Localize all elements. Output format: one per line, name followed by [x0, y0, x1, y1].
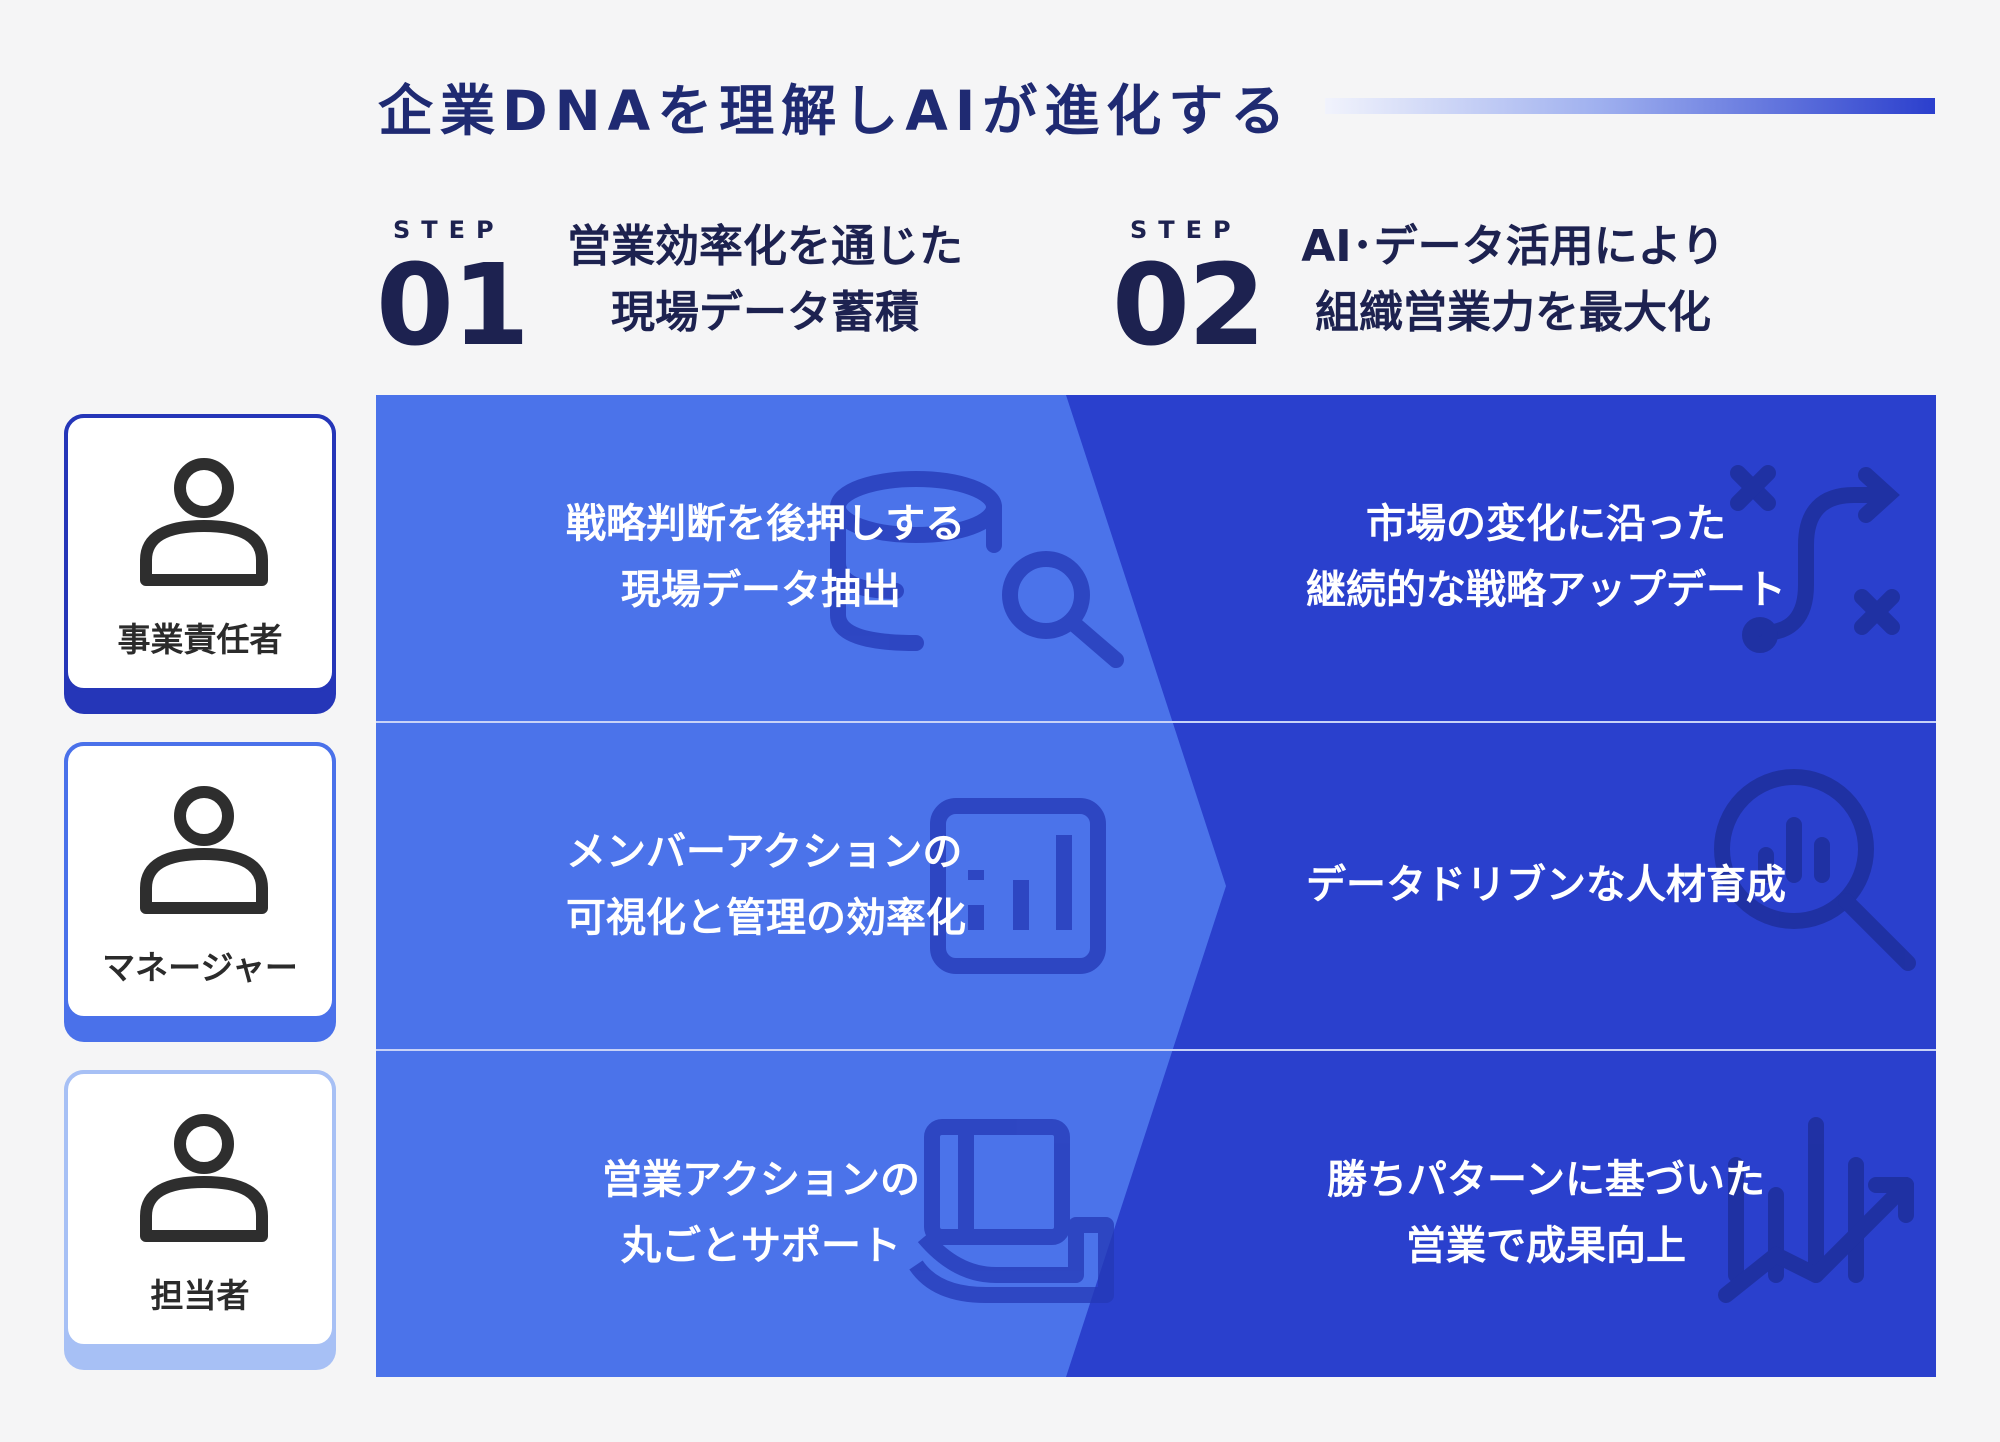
cell-line: メンバーアクションの — [566, 829, 963, 875]
row1-step2-text: 市場の変化に沿った 継続的な戦略アップデート — [1276, 491, 1816, 623]
cell-line: 可視化と管理の効率化 — [566, 895, 966, 941]
person-icon — [140, 1114, 268, 1242]
step2-description-line: AI･データ活用により — [1301, 221, 1725, 272]
bar-chart-icon — [930, 798, 1106, 974]
step1-number: 01 — [376, 241, 530, 371]
step2-number: 02 — [1112, 241, 1266, 371]
cell-line: 勝ちパターンに基づいた — [1327, 1157, 1765, 1203]
step1-description-line: 現場データ蓄積 — [611, 287, 919, 338]
cell-line: 戦略判断を後押しする — [566, 501, 966, 547]
step-diagram: 戦略判断を後押しする 現場データ抽出 市場の変化に沿った 継続的な戦略アップデー… — [376, 395, 1936, 1377]
diagram-background — [376, 395, 1936, 1377]
database-search-icon — [830, 471, 1124, 668]
row3-step1-text: 営業アクションの 丸ごとサポート — [566, 1147, 956, 1279]
cell-line: 市場の変化に沿った — [1366, 501, 1726, 547]
role-label-exec: 事業責任者 — [117, 620, 283, 659]
role-label-manager: マネージャー — [102, 948, 298, 987]
page-title: 企業DNAを理解しAIが進化する — [378, 79, 1293, 143]
cell-line: データドリブンな人材育成 — [1306, 862, 1786, 908]
role-label-staff: 担当者 — [150, 1276, 250, 1315]
person-icon — [140, 458, 268, 586]
step1-description-line: 営業効率化を通じた — [567, 221, 963, 272]
step2-description: AI･データ活用により 組織営業力を最大化 — [1268, 214, 1758, 346]
role-card-staff: 担当者 — [64, 1070, 336, 1370]
row1-step1-text: 戦略判断を後押しする 現場データ抽出 — [566, 491, 966, 623]
cell-line: 営業アクションの — [602, 1157, 920, 1203]
cell-line: 営業で成果向上 — [1406, 1223, 1686, 1269]
title-gradient-bar — [1325, 98, 1935, 114]
row2-step1-text: メンバーアクションの 可視化と管理の効率化 — [566, 819, 966, 951]
role-card-manager: マネージャー — [64, 742, 336, 1042]
growth-chart-icon — [1718, 1117, 1914, 1303]
step2-description-line: 組織営業力を最大化 — [1315, 287, 1711, 338]
step1-label: STEP — [393, 216, 505, 244]
chart-magnifier-icon — [1714, 769, 1916, 971]
step1-description: 営業効率化を通じた 現場データ蓄積 — [530, 214, 1000, 346]
hand-support-icon — [909, 1119, 1114, 1303]
cell-line: 現場データ抽出 — [621, 567, 901, 613]
role-card-exec: 事業責任者 — [64, 414, 336, 714]
row2-step2-text: データドリブンな人材育成 — [1276, 852, 1816, 918]
strategy-path-icon — [1730, 465, 1900, 653]
cell-line: 継続的な戦略アップデート — [1306, 567, 1786, 613]
step2-label: STEP — [1130, 216, 1242, 244]
row3-step2-text: 勝ちパターンに基づいた 営業で成果向上 — [1276, 1147, 1816, 1279]
person-icon — [140, 786, 268, 914]
cell-line: 丸ごとサポート — [621, 1223, 901, 1269]
